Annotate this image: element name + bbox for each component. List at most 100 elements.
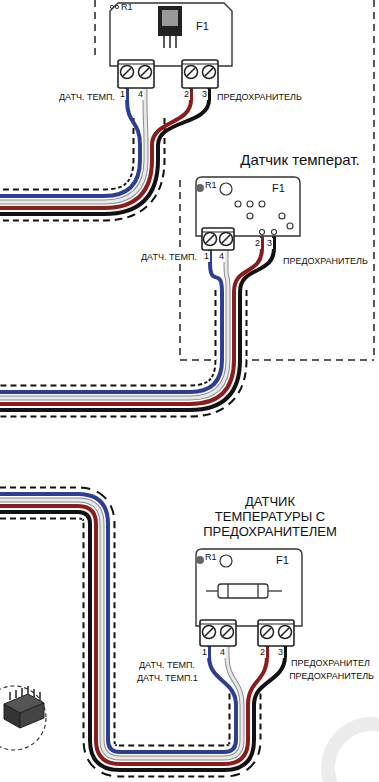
pin-number: 2 — [259, 647, 266, 658]
board-part — [123, 68, 131, 76]
terminal-label: ДАТЧ. ТЕМП.1 — [136, 673, 199, 684]
board-part — [169, 36, 171, 48]
terminal-label: ДАТЧ. ТЕМП. — [58, 92, 116, 103]
enclosure-outline — [179, 180, 181, 360]
component-ref: F1 — [196, 20, 209, 33]
board-part — [200, 620, 236, 646]
wire — [0, 88, 140, 196]
wire — [0, 88, 146, 202]
controller-icon — [39, 692, 41, 700]
board-part — [182, 60, 218, 88]
board-part — [202, 228, 234, 250]
board-part — [205, 628, 213, 636]
board-part — [196, 549, 302, 626]
enclosure-outline — [373, 0, 375, 360]
component-ref: F1 — [276, 554, 289, 567]
terminal-label: ПРЕДОХРАНИТЕЛ — [290, 658, 371, 669]
component-ref: F1 — [272, 182, 285, 195]
board-part — [260, 230, 265, 235]
controller-icon — [0, 686, 46, 750]
controller-icon — [4, 704, 20, 728]
board-part — [223, 628, 231, 636]
pin-number: 4 — [218, 251, 225, 262]
wire — [0, 250, 228, 398]
board-part — [258, 624, 294, 625]
sensor-board: Датчик температ.R1F1 — [194, 176, 304, 250]
wire — [0, 250, 228, 398]
board-part — [158, 6, 182, 36]
controller-icon — [21, 688, 23, 696]
wire — [0, 88, 146, 202]
board-part — [200, 624, 236, 625]
board-part — [196, 184, 204, 192]
controller-icon — [10, 686, 40, 700]
board-part — [162, 10, 178, 26]
board-part — [218, 584, 268, 598]
cable-shield — [0, 290, 231, 401]
board-part — [247, 201, 253, 207]
board-part — [204, 233, 217, 246]
pin-number: 1 — [119, 89, 126, 100]
wire — [0, 250, 222, 392]
board-heading: ДАТЧИК ТЕМПЕРАТУРЫ С ПРЕДОХРАНИТЕЛЕМ — [195, 495, 345, 540]
board-outline — [194, 548, 306, 646]
pin-number: 3 — [201, 89, 208, 100]
enclosure-outline — [180, 359, 374, 361]
board-part — [182, 64, 218, 65]
board-part — [115, 5, 118, 8]
component-ref: R1 — [121, 2, 133, 12]
controller-icon — [15, 690, 17, 698]
board-part — [110, 3, 232, 66]
pin-number: 4 — [137, 89, 144, 100]
cable-shield — [0, 503, 245, 761]
board-part — [187, 68, 195, 76]
board-heading: Датчик температ. — [240, 151, 360, 168]
board-outline — [108, 2, 234, 94]
sensor-board: R1F1 — [108, 2, 234, 94]
board-part — [206, 590, 218, 591]
cable-shield — [0, 503, 245, 761]
wire — [0, 88, 191, 208]
cable-1 — [0, 88, 209, 214]
board-part — [287, 223, 293, 229]
board-part — [203, 626, 216, 639]
pin-number: 4 — [219, 647, 226, 658]
board-part — [257, 584, 258, 598]
board-part — [279, 626, 292, 639]
board-part — [268, 590, 282, 591]
watermark — [328, 724, 379, 782]
board-part — [164, 36, 176, 48]
board-part — [196, 556, 204, 564]
controller-icon — [20, 703, 44, 728]
pin-number: 3 — [266, 238, 273, 249]
terminal-label: ПРЕДОХРАНИТЕЛЬ — [288, 671, 375, 682]
enclosure-outline — [94, 0, 96, 60]
controller-icon — [27, 686, 29, 694]
board-part — [202, 232, 234, 233]
board-part — [263, 628, 271, 636]
board-part — [121, 66, 134, 79]
board-part — [227, 584, 228, 598]
board-part — [118, 64, 154, 65]
cable-2 — [0, 236, 274, 410]
wire — [0, 506, 267, 764]
terminal-label: ПРЕДОХРАНИТЕЛЬ — [216, 92, 303, 103]
board-part — [247, 213, 253, 219]
terminal-label: ДАТЧ. ТЕМП. — [140, 252, 198, 263]
board-part — [221, 626, 234, 639]
pin-number: 2 — [254, 238, 261, 249]
board-part — [141, 68, 149, 76]
board-part — [206, 584, 282, 598]
board-part — [139, 66, 152, 79]
board-part — [235, 201, 293, 235]
pin-number: 1 — [203, 251, 210, 262]
pin-number: 3 — [277, 647, 284, 658]
board-part — [220, 233, 233, 246]
wire — [0, 494, 236, 752]
board-part — [196, 177, 300, 236]
sensor-board: ДАТЧИК ТЕМПЕРАТУРЫ С ПРЕДОХРАНИТЕЛЕМR1F1 — [194, 548, 306, 646]
board-part — [163, 36, 165, 48]
terminal-label: ПРЕДОХРАНИТЕЛЬ — [282, 256, 369, 267]
component-ref: R1 — [205, 552, 217, 562]
